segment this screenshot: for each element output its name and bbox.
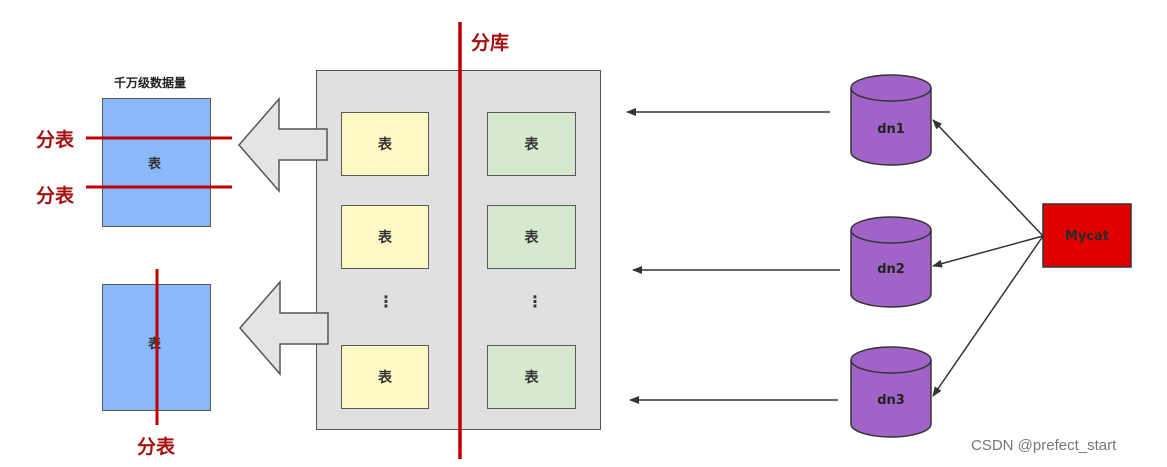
node-dn2: dn2 <box>850 216 932 308</box>
mycat-box <box>1042 203 1132 268</box>
big-table-label: 表 <box>148 157 162 172</box>
arrow-mycat-to-dn2 <box>932 235 1044 268</box>
left-table-3: 表 <box>341 345 429 409</box>
block-arrow-top <box>238 96 328 194</box>
node-dn1-label: dn1 <box>877 122 905 137</box>
block-arrow-bottom <box>239 279 329 377</box>
node-dn2-label: dn2 <box>877 262 905 277</box>
split-label-top: 分表 <box>36 129 75 151</box>
right-table-3: 表 <box>487 345 576 409</box>
left-ellipsis: ⋮ <box>378 292 394 311</box>
big-table <box>102 98 211 227</box>
big-table-caption: 千万级数据量 <box>114 76 187 90</box>
arrow-mycat-to-dn3 <box>932 235 1044 397</box>
node-dn1: dn1 <box>850 74 932 166</box>
mycat-label: Mycat <box>1065 229 1109 244</box>
node-dn3: dn3 <box>850 346 932 438</box>
right-table-2: 表 <box>487 205 576 269</box>
split-label-bottom: 分表 <box>137 436 176 458</box>
split-label-mid: 分表 <box>36 185 75 207</box>
right-ellipsis: ⋮ <box>527 292 543 311</box>
left-table-1: 表 <box>341 112 429 176</box>
watermark: CSDN @prefect_start <box>971 437 1117 454</box>
left-table-2: 表 <box>341 205 429 269</box>
right-table-1: 表 <box>487 112 576 176</box>
node-dn3-label: dn3 <box>877 393 905 408</box>
sharding-db-label: 分库 <box>471 32 510 54</box>
arrow-mycat-to-dn1 <box>932 119 1044 237</box>
